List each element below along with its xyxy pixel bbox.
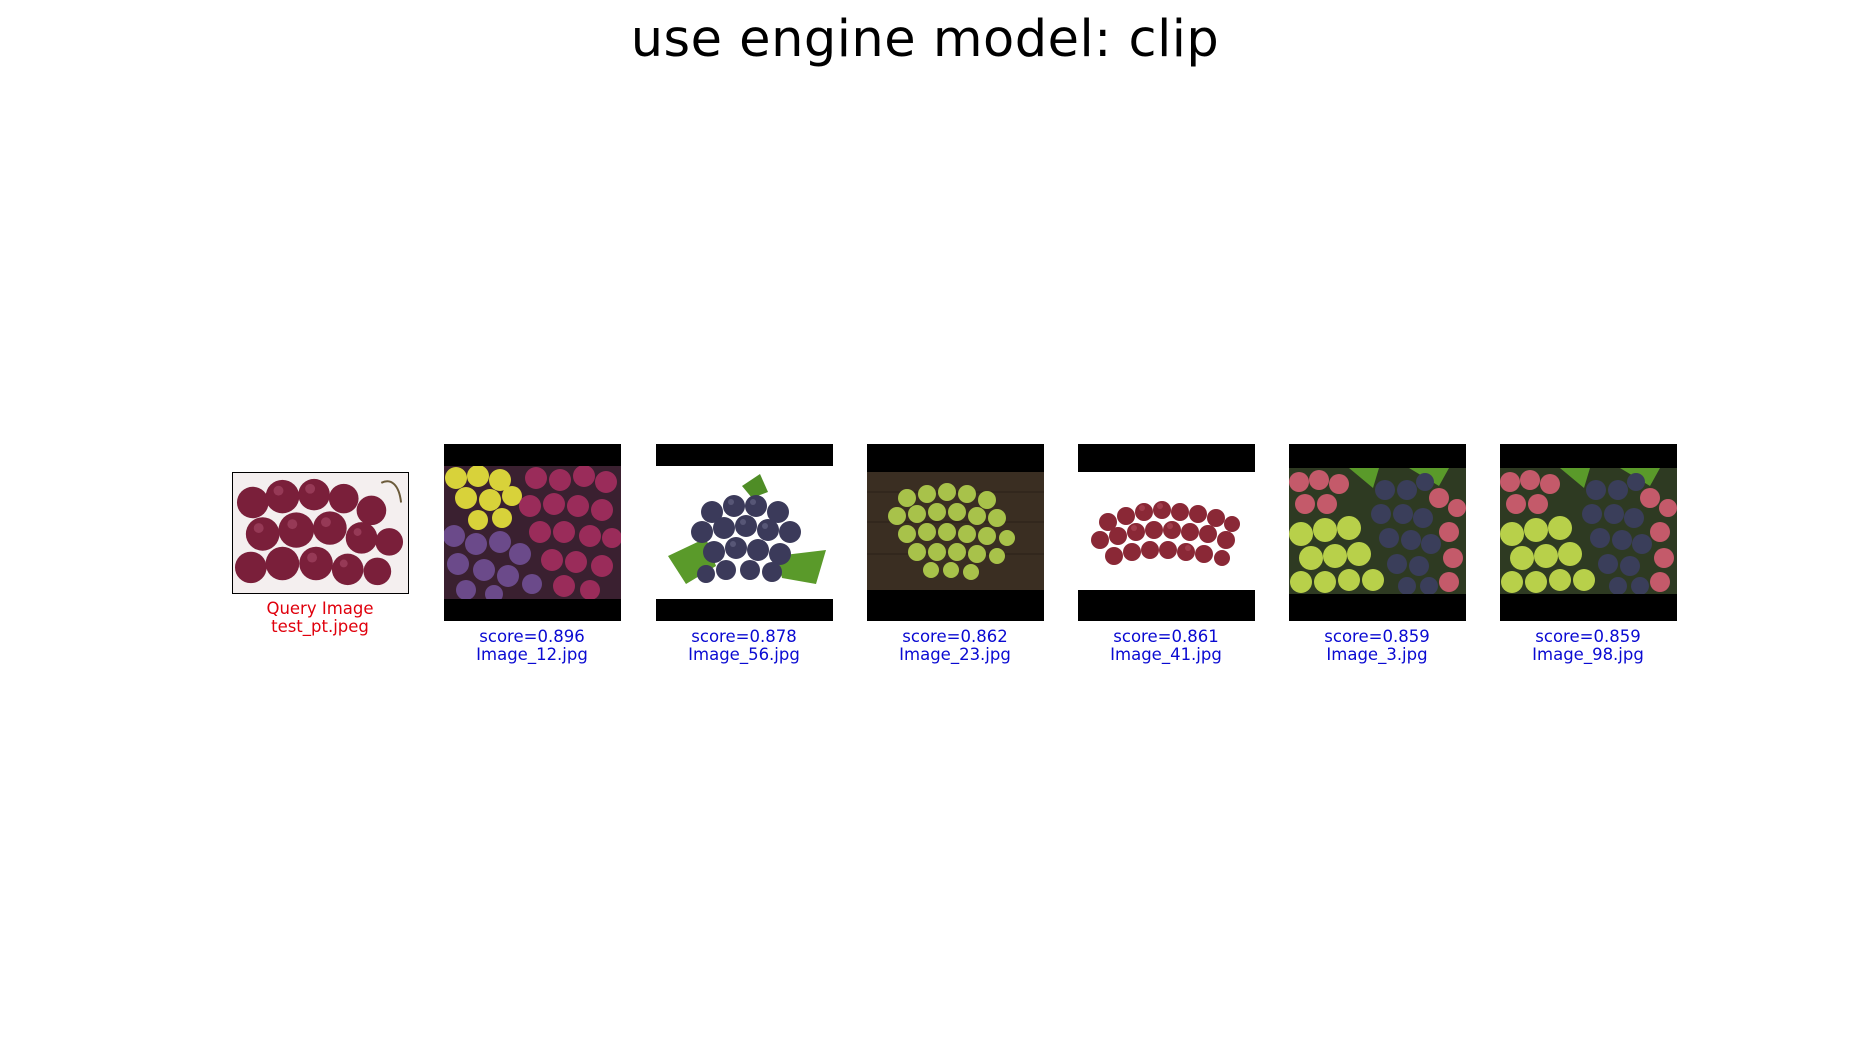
green-grapes-photo bbox=[867, 472, 1044, 590]
result-caption-6: score=0.859 Image_98.jpg bbox=[1478, 628, 1698, 664]
assorted-grapes-photo bbox=[1289, 468, 1466, 594]
result-caption-1: score=0.896 Image_12.jpg bbox=[422, 628, 642, 664]
query-filename: test_pt.jpeg bbox=[271, 617, 369, 636]
query-caption: Query Image test_pt.jpeg bbox=[210, 600, 430, 636]
result-score: score=0.878 bbox=[691, 627, 797, 646]
dark-grapes-photo bbox=[656, 466, 833, 599]
mixed-grapes-photo bbox=[444, 466, 621, 599]
result-image-5 bbox=[1289, 444, 1466, 621]
result-image-6 bbox=[1500, 444, 1677, 621]
result-image-4 bbox=[1078, 444, 1255, 621]
query-image bbox=[232, 472, 409, 594]
result-image-3 bbox=[867, 444, 1044, 621]
result-caption-3: score=0.862 Image_23.jpg bbox=[845, 628, 1065, 664]
result-image-2 bbox=[656, 444, 833, 621]
result-score: score=0.859 bbox=[1324, 627, 1430, 646]
result-filename: Image_3.jpg bbox=[1326, 645, 1428, 664]
figure-title: use engine model: clip bbox=[630, 10, 1220, 69]
assorted-grapes-photo-2 bbox=[1500, 468, 1677, 594]
result-filename: Image_12.jpg bbox=[476, 645, 588, 664]
result-image-1 bbox=[444, 444, 621, 621]
query-label: Query Image bbox=[266, 599, 374, 618]
result-filename: Image_41.jpg bbox=[1110, 645, 1222, 664]
result-filename: Image_56.jpg bbox=[688, 645, 800, 664]
result-score: score=0.862 bbox=[902, 627, 1008, 646]
result-caption-5: score=0.859 Image_3.jpg bbox=[1267, 628, 1487, 664]
result-score: score=0.861 bbox=[1113, 627, 1219, 646]
red-grapes-photo bbox=[1078, 472, 1255, 590]
result-filename: Image_23.jpg bbox=[899, 645, 1011, 664]
result-score: score=0.896 bbox=[479, 627, 585, 646]
result-caption-2: score=0.878 Image_56.jpg bbox=[634, 628, 854, 664]
result-caption-4: score=0.861 Image_41.jpg bbox=[1056, 628, 1276, 664]
query-grapes-photo bbox=[233, 473, 408, 593]
result-score: score=0.859 bbox=[1535, 627, 1641, 646]
result-filename: Image_98.jpg bbox=[1532, 645, 1644, 664]
